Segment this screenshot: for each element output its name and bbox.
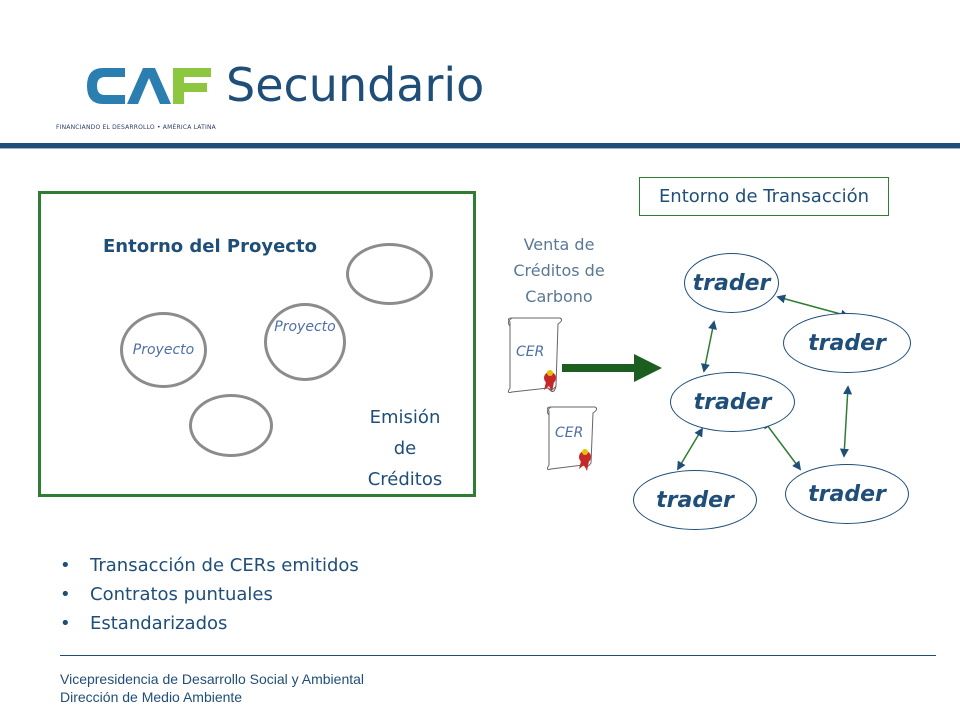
project-circle-empty <box>189 394 273 457</box>
project-circle-empty <box>346 243 433 305</box>
emission-line: de <box>393 438 417 459</box>
trader-node: trader <box>633 470 757 530</box>
trader-node: trader <box>785 464 909 524</box>
footer-line: Dirección de Medio Ambiente <box>60 689 243 705</box>
bullet-text: Contratos puntuales <box>90 584 273 605</box>
sale-line: Carbono <box>525 287 593 306</box>
trader-label: trader <box>656 487 734 513</box>
bullet-glyph: • <box>60 555 71 576</box>
trader-node: trader <box>684 253 779 313</box>
trader-node: trader <box>783 313 911 373</box>
project-circle: Proyecto <box>264 303 346 381</box>
header-rule <box>0 143 960 148</box>
emission-line: Emisión <box>369 407 441 428</box>
bullet-item: • Contratos puntuales <box>60 580 359 609</box>
trader-link <box>701 320 717 373</box>
sale-line: Créditos de <box>513 261 605 280</box>
trader-label: trader <box>808 330 886 356</box>
project-label: Proyecto <box>274 319 336 335</box>
cer-certificate-icon: CER <box>502 316 568 398</box>
sale-label: Venta de Créditos de Carbono <box>494 232 624 310</box>
trader-link <box>762 419 802 471</box>
trader-label: trader <box>693 389 772 415</box>
emission-label: Emisión de Créditos <box>350 402 460 495</box>
trader-link <box>839 385 853 458</box>
trader-link <box>677 427 703 471</box>
cer-label: CER <box>555 425 584 441</box>
caf-logo: FINANCIANDO EL DESARROLLO • AMÉRICA LATI… <box>56 62 216 134</box>
slide-title: Secundario <box>226 58 485 112</box>
emission-line: Créditos <box>367 469 443 490</box>
bullet-list: • Transacción de CERs emitidos • Contratos… <box>60 551 359 638</box>
project-environment-box <box>38 191 476 497</box>
caf-logo-mark <box>87 68 211 104</box>
project-label: Proyecto <box>132 342 195 358</box>
header-rule-shadow <box>0 148 960 149</box>
trader-label: trader <box>808 481 886 507</box>
cer-certificate-icon: CER <box>541 405 607 475</box>
bullet-glyph: • <box>60 584 71 605</box>
transaction-environment-label: Entorno de Transacción <box>639 177 889 216</box>
bullet-text: Transacción de CERs emitidos <box>90 555 359 576</box>
trader-label: trader <box>692 270 771 296</box>
footer-text: Vicepresidencia de Desarrollo Social y A… <box>60 670 364 706</box>
logo-tagline: FINANCIANDO EL DESARROLLO • AMÉRICA LATI… <box>56 124 216 131</box>
project-circle: Proyecto <box>120 312 207 388</box>
project-environment-label: Entorno del Proyecto <box>103 236 317 257</box>
cer-label: CER <box>516 344 545 360</box>
footer-rule <box>60 655 936 656</box>
transfer-arrow-icon <box>562 354 662 382</box>
bullet-item: • Transacción de CERs emitidos <box>60 551 359 580</box>
bullet-text: Estandarizados <box>90 613 228 634</box>
footer-line: Vicepresidencia de Desarrollo Social y A… <box>60 671 365 687</box>
bullet-item: • Estandarizados <box>60 609 359 638</box>
trader-node: trader <box>670 372 795 432</box>
sale-line: Venta de <box>523 235 595 254</box>
bullet-glyph: • <box>60 613 71 634</box>
